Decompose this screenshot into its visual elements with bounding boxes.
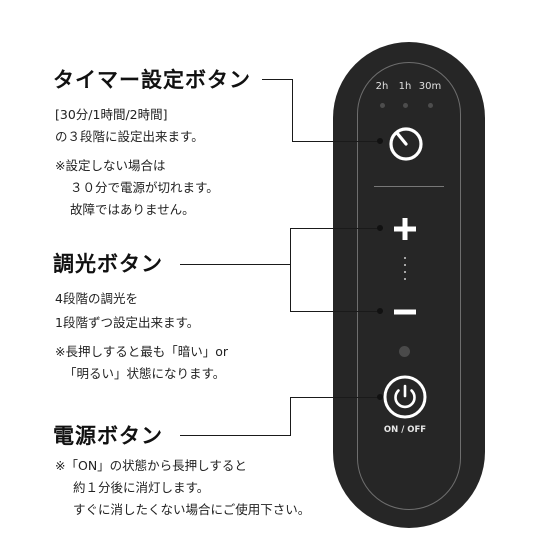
timer-leader-horizontal — [262, 79, 293, 80]
dimmer-level-dot-2 — [404, 264, 406, 266]
timer-leader-vertical — [292, 79, 293, 142]
remote-inner-outline — [357, 62, 461, 510]
timer-led-30m — [428, 103, 433, 108]
dimmer-desc-line1: 4段階の調光を — [55, 291, 138, 306]
power-icon — [383, 375, 427, 419]
dimmer-plus-leader-dot — [377, 225, 383, 231]
dimmer-level-dot-3 — [404, 271, 406, 273]
dimmer-heading: 調光ボタン — [53, 252, 163, 276]
timer-label-1h: 1h — [398, 81, 412, 92]
remote-control-body — [333, 42, 485, 528]
remote-divider — [374, 186, 444, 187]
dimmer-leader-horizontal — [180, 264, 291, 265]
dimmer-desc-line2: 1段階ずつ設定出来ます。 — [55, 315, 200, 330]
dimmer-level-dot-1 — [404, 257, 406, 259]
timer-button[interactable] — [386, 122, 426, 162]
timer-note-line2: ３０分で電源が切れます。 — [70, 180, 219, 195]
timer-led-2h — [380, 103, 385, 108]
timer-heading: タイマー設定ボタン — [53, 68, 251, 92]
timer-note-line1: ※設定しない場合は — [55, 158, 166, 173]
power-leader-vertical — [290, 397, 291, 436]
timer-leader-to-button — [292, 141, 379, 142]
dimmer-note-line2: 「明るい」状態になります。 — [64, 366, 226, 381]
timer-note-line3: 故障ではありません。 — [70, 202, 195, 217]
dimmer-leader-to-plus — [290, 228, 379, 229]
timer-leader-dot — [377, 138, 383, 144]
power-button[interactable] — [382, 374, 428, 420]
minus-icon — [394, 309, 416, 315]
timer-desc-line2: の３段階に設定出来ます。 — [55, 129, 204, 144]
dimmer-leader-to-minus — [290, 311, 379, 312]
timer-label-2h: 2h — [375, 81, 389, 92]
power-leader-horizontal — [180, 435, 291, 436]
power-note-line3: すぐに消したくない場合にご使用下さい。 — [73, 502, 311, 517]
indicator-led — [399, 346, 410, 357]
timer-icon — [389, 127, 423, 161]
dimmer-minus-button[interactable] — [393, 300, 417, 324]
dimmer-level-dot-4 — [404, 278, 406, 280]
timer-led-1h — [403, 103, 408, 108]
power-button-label: ON / OFF — [383, 425, 427, 435]
power-heading: 電源ボタン — [53, 424, 163, 448]
dimmer-minus-leader-dot — [377, 308, 383, 314]
timer-desc-line1: [30分/1時間/2時間] — [55, 107, 168, 122]
power-note-line1: ※「ON」の状態から長押しすると — [55, 458, 247, 473]
power-leader-to-button — [290, 397, 379, 398]
dimmer-note-line1: ※長押しすると最も「暗い」or — [55, 344, 229, 359]
dimmer-plus-button[interactable] — [393, 217, 417, 241]
timer-label-30m: 30m — [418, 81, 442, 92]
power-note-line2: 約１分後に消灯します。 — [73, 480, 210, 495]
dimmer-leader-vertical — [290, 228, 291, 312]
plus-icon — [394, 218, 416, 240]
power-leader-dot — [377, 394, 383, 400]
